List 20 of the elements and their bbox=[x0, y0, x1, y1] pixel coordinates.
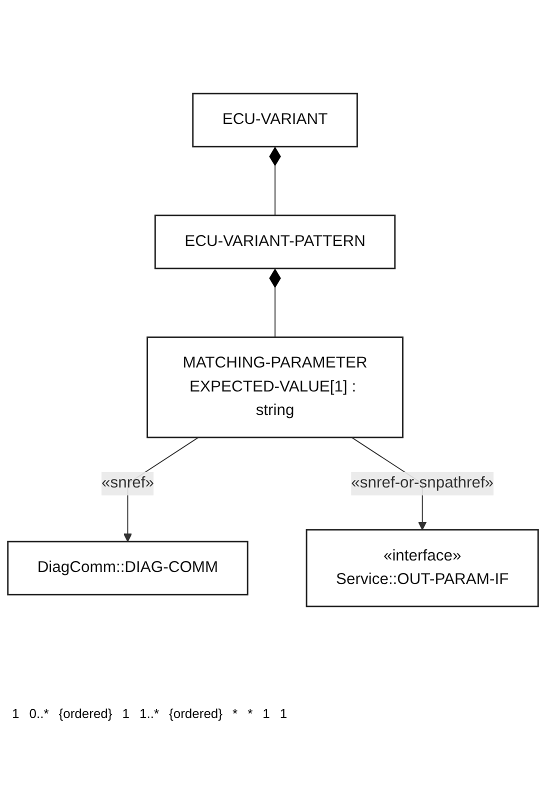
connector bbox=[269, 268, 281, 338]
multiplicity-label: * bbox=[232, 706, 238, 721]
uml-class-diagram: «snref» «snref-or-snpathref» ECU-VARIANT ECU-VARIANT-PATTERN MATCHING-PARAMETER EXPECTED-VALUE[1] : string DiagComm::DIAG-COMM «interface» Service::OUT-PARAM-IF bbox=[0, 0, 546, 700]
multiplicity-label: 1 bbox=[280, 706, 288, 721]
multiplicity-label: 1 bbox=[12, 706, 20, 721]
multiplicity-label: 0..* bbox=[29, 706, 49, 721]
node-box bbox=[154, 214, 396, 270]
multiplicity-label: * bbox=[248, 706, 253, 721]
node-box bbox=[306, 529, 539, 608]
node-box bbox=[7, 540, 248, 596]
multiplicity-label: 1 bbox=[122, 706, 130, 721]
multiplicity-label: {ordered} bbox=[169, 706, 222, 721]
node-box bbox=[192, 92, 358, 148]
node-box bbox=[146, 336, 404, 438]
multiplicity-label: {ordered} bbox=[58, 706, 112, 721]
connector bbox=[269, 146, 281, 216]
multiplicity-label: 1..* bbox=[139, 706, 159, 721]
edge-label: «snref» bbox=[102, 474, 154, 492]
edge-label: «snref-or-snpathref» bbox=[351, 474, 494, 492]
multiplicity-label: 1 bbox=[262, 706, 270, 721]
